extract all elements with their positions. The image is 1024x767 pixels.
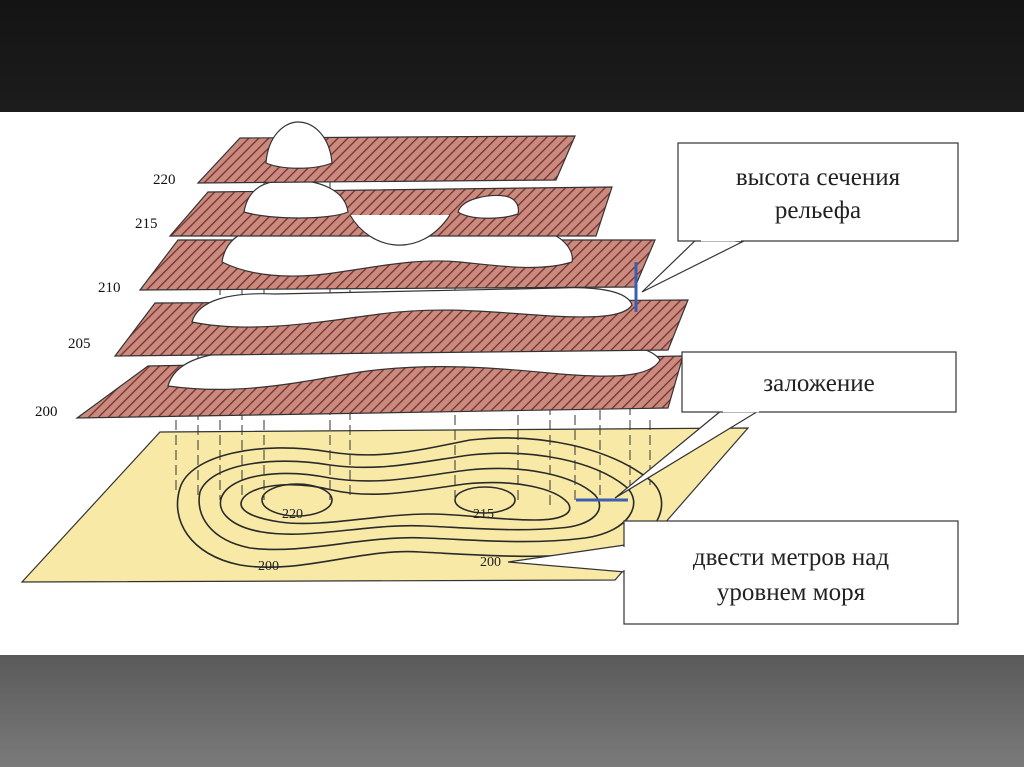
level-label-205: 205 bbox=[68, 336, 91, 352]
relief-top-220 bbox=[266, 122, 332, 168]
map-label-220: 220 bbox=[282, 507, 303, 522]
callout-text-spacing: заложение bbox=[763, 370, 874, 397]
callout-text-sea-level-line2: уровнем моря bbox=[717, 579, 866, 606]
map-label-215: 215 bbox=[473, 507, 494, 522]
callout-box-sea-level bbox=[624, 521, 958, 624]
level-label-215: 215 bbox=[135, 216, 158, 232]
map-label-200-left: 200 bbox=[258, 559, 279, 574]
level-label-210: 210 bbox=[98, 280, 121, 296]
callout-text-section-height-line1: высота сечения bbox=[736, 164, 901, 191]
relief-body-215 bbox=[244, 180, 348, 218]
callout-text-sea-level-line1: двести метров над bbox=[693, 544, 889, 571]
callout-text-section-height-line2: рельефа bbox=[775, 197, 861, 224]
level-label-200: 200 bbox=[35, 404, 58, 420]
level-label-220: 220 bbox=[153, 172, 176, 188]
callout-pointer-section-height bbox=[642, 236, 742, 292]
callout-box-section-height bbox=[678, 143, 958, 241]
map-label-200-right: 200 bbox=[480, 555, 501, 570]
plane-220 bbox=[198, 136, 575, 183]
